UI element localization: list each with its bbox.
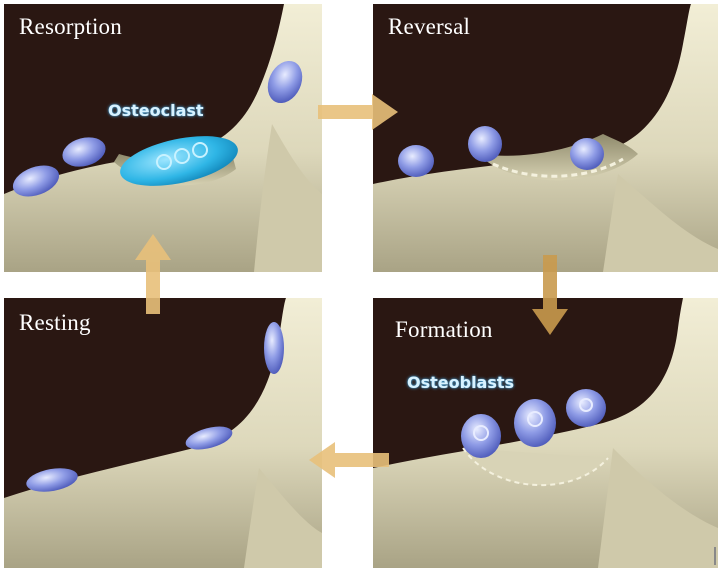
osteoblasts-label: Osteoblasts: [407, 373, 515, 392]
arrow-left: [309, 442, 389, 478]
panel-resorption: Resorption Osteoclast: [4, 4, 322, 272]
panel-formation: Formation Osteoblasts: [373, 298, 718, 568]
osteoclast-label: Osteoclast: [108, 101, 204, 120]
resting-illustration: [4, 298, 322, 568]
panel-reversal: Reversal: [373, 4, 718, 272]
resorption-illustration: [4, 4, 322, 272]
arrow-up: [135, 234, 171, 314]
stage-title-formation: Formation: [395, 317, 493, 342]
panel-resting: Resting: [4, 298, 322, 568]
reversal-illustration: [373, 4, 718, 272]
stage-title-resorption: Resorption: [19, 14, 122, 39]
arrow-down: [532, 255, 568, 335]
stage-title-reversal: Reversal: [388, 14, 471, 39]
arrow-right: [318, 94, 398, 130]
formation-illustration: [373, 298, 718, 568]
osteoclast-cell: [120, 136, 238, 186]
edge-mark: [714, 547, 720, 565]
stage-title-resting: Resting: [19, 310, 91, 335]
